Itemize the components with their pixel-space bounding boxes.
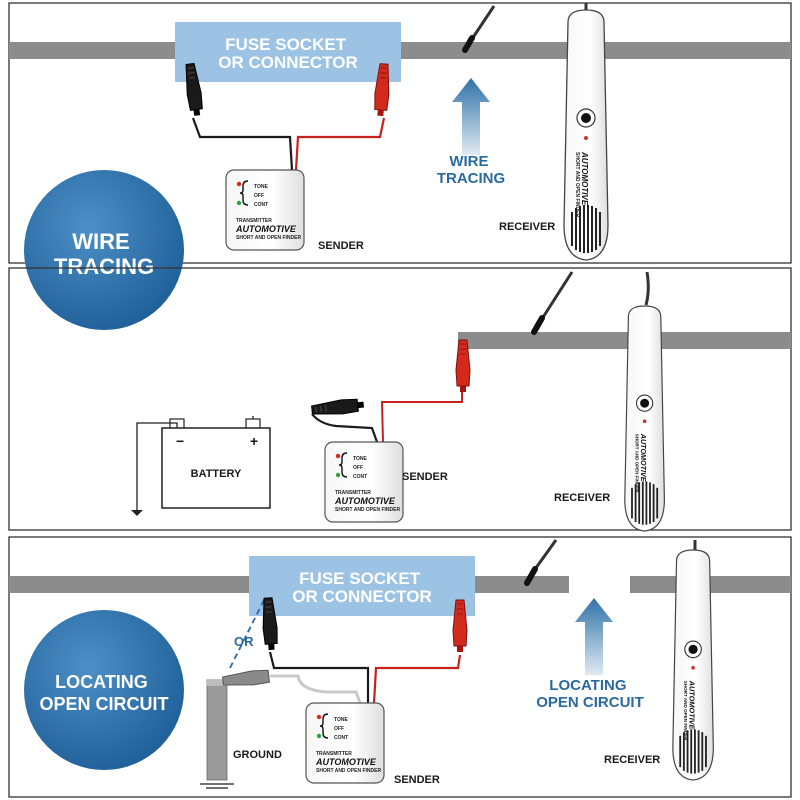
sender-tag: TRANSMITTER [335,490,371,496]
panel-open-circuit: FUSE SOCKET OR CONNECTOR LOCATING OPEN C… [8,536,792,798]
battery-label: BATTERY [191,468,242,480]
switch-tone-label: TONE [254,184,268,190]
sender-device: TONE OFF CONT TRANSMITTER AUTOMOTIVE SHO… [305,702,385,784]
label-line: WIRE [449,153,488,170]
switch-tone-label: TONE [334,717,348,723]
sender-subtitle: SHORT AND OPEN FINDER [236,235,301,241]
fuse-socket-label: FUSE SOCKET OR CONNECTOR [218,35,357,72]
receiver-device: AUTOMOTIVE SHORT AND OPEN FINDER [563,9,609,261]
sender-brand: AUTOMOTIVE [235,224,297,234]
receiver-brand: AUTOMOTIVE [580,151,589,206]
label-line: LOCATING [549,677,626,694]
probe-tip [538,271,574,323]
red-lead [294,117,386,171]
label-line: FUSE SOCKET [225,35,347,54]
probe-tip-end [531,315,545,335]
red-clip [452,599,468,653]
switch-off-label: OFF [353,465,363,471]
sender-subtitle: SHORT AND OPEN FINDER [335,507,400,513]
label-line: FUSE SOCKET [299,569,421,588]
red-lead [372,654,462,704]
fuse-socket-box [175,22,401,82]
sender-tag: TRANSMITTER [236,218,272,224]
label-line: WIRE [72,229,129,254]
sender-device: TONE OFF CONT TRANSMITTER AUTOMOTIVE SHO… [324,441,404,523]
locating-open-circuit-badge: LOCATING OPEN CIRCUIT [24,610,184,770]
receiver-subtitle: SHORT AND OPEN FINDER [574,152,580,217]
label-line: LOCATING [55,672,148,692]
svg-text:WIRE TRACING: WIRE TRACING [54,229,154,279]
label-line: OR CONNECTOR [218,53,357,72]
receiver-device: AUTOMOTIVE SHORT AND OPEN FINDER [671,549,715,781]
battery: − + BATTERY [161,418,271,509]
up-arrow-icon [575,598,613,675]
black-clip [310,397,365,418]
label-line: OPEN CIRCUIT [39,694,168,714]
black-lead [268,651,370,703]
receiver-label: RECEIVER [554,492,610,504]
sender-label: SENDER [402,471,448,483]
sender-label: SENDER [318,240,364,252]
switch-off-label: OFF [334,726,344,732]
arrow-label: LOCATING OPEN CIRCUIT [536,677,644,711]
switch-tone-label: TONE [353,456,367,462]
panel-battery-tracing: − + BATTERY TONE OFF CONT TRANSMITTER AU… [8,267,792,532]
receiver-cable [644,271,650,306]
black-lead [191,117,294,171]
fuse-socket-box [249,556,475,616]
svg-text:LOCATING OPEN CIRCUIT: LOCATING OPEN CIRCUIT [39,672,168,714]
sender-brand: AUTOMOTIVE [315,757,377,767]
switch-cont-label: CONT [254,202,268,208]
or-label: OR [234,634,254,649]
receiver-subtitle: SHORT AND OPEN FINDER [635,434,640,493]
ground-post [200,679,234,789]
wire-tracing-badge: WIRE TRACING [24,170,184,330]
wire-bar [458,332,791,349]
label-line: TRACING [437,170,505,187]
label-line: OR CONNECTOR [292,587,431,606]
switch-cont-label: CONT [334,735,348,741]
arrow-label: WIRE TRACING [437,153,505,187]
sender-tag: TRANSMITTER [316,751,352,757]
receiver-brand: AUTOMOTIVE [639,433,648,482]
ground-label: GROUND [233,749,282,761]
receiver-brand: AUTOMOTIVE [687,680,696,731]
receiver-device: AUTOMOTIVE SHORT AND OPEN FINDER [623,305,666,532]
sender-subtitle: SHORT AND OPEN FINDER [316,768,381,774]
probe-tip-end [462,35,475,53]
receiver-label: RECEIVER [499,221,555,233]
ground-lead [136,422,178,510]
switch-cont-label: CONT [353,474,367,480]
label-line: TRACING [54,254,154,279]
gray-ground-lead [270,674,362,704]
panel-frame [8,536,792,798]
probe-tip-end [524,566,538,586]
red-clip [455,339,471,393]
receiver-label: RECEIVER [604,754,660,766]
panel-frame [8,267,792,531]
fuse-socket-label: FUSE SOCKET OR CONNECTOR [292,569,431,606]
or-dashed-line [229,599,265,669]
sender-brand: AUTOMOTIVE [334,496,396,506]
sender-device: TONE OFF CONT TRANSMITTER AUTOMOTIVE SHO… [225,169,305,251]
black-lead [311,413,379,443]
sender-label: SENDER [394,774,440,786]
battery-minus: − [176,433,184,449]
receiver-subtitle: SHORT AND OPEN FINDER [683,681,688,741]
gray-ground-clip [222,669,270,686]
ground-arrow-icon [131,510,143,516]
red-lead [380,392,463,443]
battery-plus: + [250,433,258,449]
up-arrow-icon [452,78,490,155]
switch-off-label: OFF [254,193,264,199]
label-line: OPEN CIRCUIT [536,694,644,711]
